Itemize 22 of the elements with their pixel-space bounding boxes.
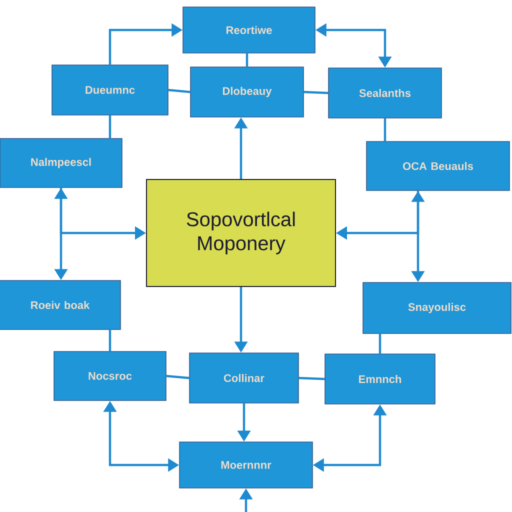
process-box: OCA Beuauls — [366, 141, 510, 191]
process-box: Sealanths — [328, 68, 442, 118]
process-box: Emnnch — [324, 354, 436, 404]
process-box: Collinar — [189, 352, 299, 404]
process-box: Moernnnr — [179, 442, 313, 488]
process-box: Dueumnc — [52, 64, 168, 116]
process-box: Reortiwe — [182, 6, 316, 54]
central-box: Sopovortlcal Moponery — [146, 179, 336, 287]
process-box: Snayoulisc — [362, 282, 512, 334]
connector — [108, 115, 112, 138]
connector — [298, 376, 325, 380]
process-box: Dlobeauy — [190, 66, 304, 118]
connector — [304, 90, 328, 94]
process-box: Nalmpeescl — [0, 138, 122, 188]
connector — [108, 330, 112, 352]
connector — [166, 374, 190, 380]
process-box: Roeiv boak — [0, 280, 121, 330]
connector — [384, 118, 386, 142]
connector — [378, 334, 382, 354]
connector — [246, 53, 248, 67]
process-box: Nocsroc — [54, 351, 166, 401]
connector — [168, 88, 190, 94]
